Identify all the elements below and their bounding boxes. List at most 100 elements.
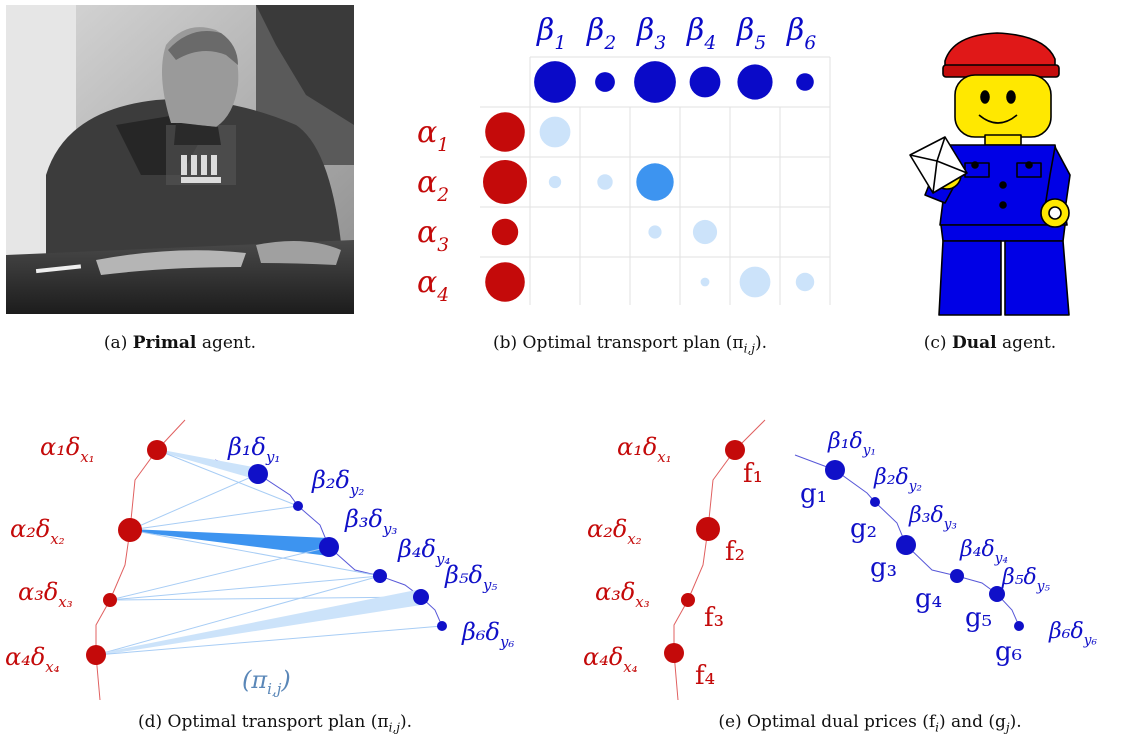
beta-header-5: β5	[736, 13, 766, 54]
target-point	[437, 621, 447, 631]
caption-a-rest: agent.	[201, 333, 257, 353]
plan-entry-dot	[539, 116, 571, 148]
caption-e-mid: ) and (g	[938, 712, 1006, 732]
target-point	[319, 537, 339, 557]
alpha-delta-label: α₁δx₁	[40, 433, 95, 466]
dual-price-g: g₅	[965, 603, 992, 633]
alpha-delta-label: α₂δx₂	[587, 515, 642, 548]
dual-agent-figure	[905, 25, 1085, 320]
dual-price-g: g₆	[995, 637, 1022, 667]
source-point	[147, 440, 167, 460]
transport-flow	[95, 575, 381, 656]
caption-b-prefix: (b)	[492, 333, 518, 353]
caption-b-sub: i,j	[743, 341, 755, 356]
transport-flow	[157, 449, 258, 480]
alpha-delta-label: α₄δx₄	[583, 643, 638, 676]
plan-entry-dot	[795, 272, 815, 292]
transport-flow	[129, 473, 259, 531]
beta-header-3: β3	[636, 13, 666, 54]
target-point	[950, 569, 964, 583]
caption-b-tail: ).	[754, 333, 768, 353]
source-point	[103, 593, 117, 607]
target-point	[896, 535, 916, 555]
source-point	[725, 440, 745, 460]
beta-delta-label: β₄δy₄	[959, 537, 1008, 567]
plan-entry-dot	[692, 219, 718, 245]
plan-entry-dot	[700, 277, 710, 287]
target-point	[1014, 621, 1024, 631]
beta-weight-dot	[689, 66, 721, 98]
dual-price-g: g₃	[870, 553, 897, 583]
transport-flow	[109, 575, 381, 601]
beta-weight-dot	[796, 73, 814, 91]
transport-flow	[156, 449, 299, 507]
plan-entry-dot	[636, 163, 674, 201]
caption-e-text1: Optimal dual prices (f	[747, 712, 936, 732]
beta-delta-label: β₆δy₆	[461, 618, 514, 651]
beta-delta-label: β₅δy₅	[444, 561, 497, 594]
beta-delta-label: β₅δy₅	[1001, 565, 1050, 595]
beta-delta-label: β₃δy₃	[344, 505, 397, 538]
target-point	[373, 569, 387, 583]
dual-price-g: g₁	[800, 479, 827, 509]
plan-entry-dot	[597, 174, 613, 190]
caption-a: (a) Primal agent.	[60, 333, 300, 353]
beta-delta-label: β₁δy₁	[827, 429, 876, 459]
transport-flow	[130, 529, 329, 556]
beta-delta-label: β₆δy₆	[1048, 619, 1097, 649]
beta-header-6: β6	[786, 13, 816, 54]
alpha-header-2: α2	[417, 165, 449, 206]
alpha-delta-label: α₂δx₂	[10, 515, 65, 548]
source-point	[681, 593, 695, 607]
beta-weight-dot	[634, 61, 676, 103]
transport-flow	[96, 589, 421, 656]
primal-agent-photo	[6, 5, 354, 315]
plan-label: (πi,j)	[242, 666, 291, 698]
alpha-weight-dot	[485, 112, 525, 152]
caption-e-sub1: i	[935, 720, 939, 735]
target-point	[293, 501, 303, 511]
transport-flow	[95, 625, 443, 656]
transport-flow	[129, 505, 299, 531]
transport-flow	[109, 596, 422, 601]
target-point	[413, 589, 429, 605]
caption-b: (b) Optimal transport plan (πi,j).	[430, 333, 830, 355]
caption-d-prefix: (d)	[137, 712, 163, 732]
transport-flow	[109, 546, 330, 601]
plan-entry-dot	[548, 175, 562, 189]
beta-delta-label: β₃δy₃	[908, 503, 957, 533]
target-point	[870, 497, 880, 507]
beta-weight-dot	[534, 61, 576, 103]
caption-c-prefix: (c)	[923, 333, 947, 353]
alpha-header-4: α4	[417, 265, 449, 305]
source-point	[86, 645, 106, 665]
caption-e-sub2: j	[1005, 720, 1010, 735]
alpha-weight-dot	[491, 218, 519, 246]
alpha-weight-dot	[483, 160, 527, 204]
beta-weight-dot	[595, 72, 615, 92]
beta-delta-label: β₁δy₁	[227, 433, 280, 466]
caption-e-tail: ).	[1009, 712, 1022, 732]
caption-e: (e) Optimal dual prices (fi) and (gj).	[660, 712, 1080, 734]
caption-d-tail: ).	[399, 712, 413, 732]
caption-d: (d) Optimal transport plan (πi,j).	[60, 712, 490, 734]
source-point	[118, 518, 142, 542]
beta-delta-label: β₂δy₂	[311, 466, 364, 499]
beta-header-4: β4	[686, 13, 716, 54]
alpha-delta-label: α₄δx₄	[5, 643, 60, 676]
beta-header-1: β1	[536, 13, 566, 54]
caption-b-text: Optimal transport plan (π	[522, 333, 744, 353]
dual-price-f: f₂	[725, 537, 745, 567]
source-point	[664, 643, 684, 663]
caption-c-rest: agent.	[1001, 333, 1057, 353]
beta-delta-label: β₄δy₄	[397, 535, 450, 568]
alpha-delta-label: α₃δx₃	[595, 578, 650, 611]
source-point	[696, 517, 720, 541]
beta-header-2: β2	[586, 13, 616, 54]
dual-price-f: f₁	[743, 459, 763, 489]
dual-price-g: g₂	[850, 514, 877, 544]
